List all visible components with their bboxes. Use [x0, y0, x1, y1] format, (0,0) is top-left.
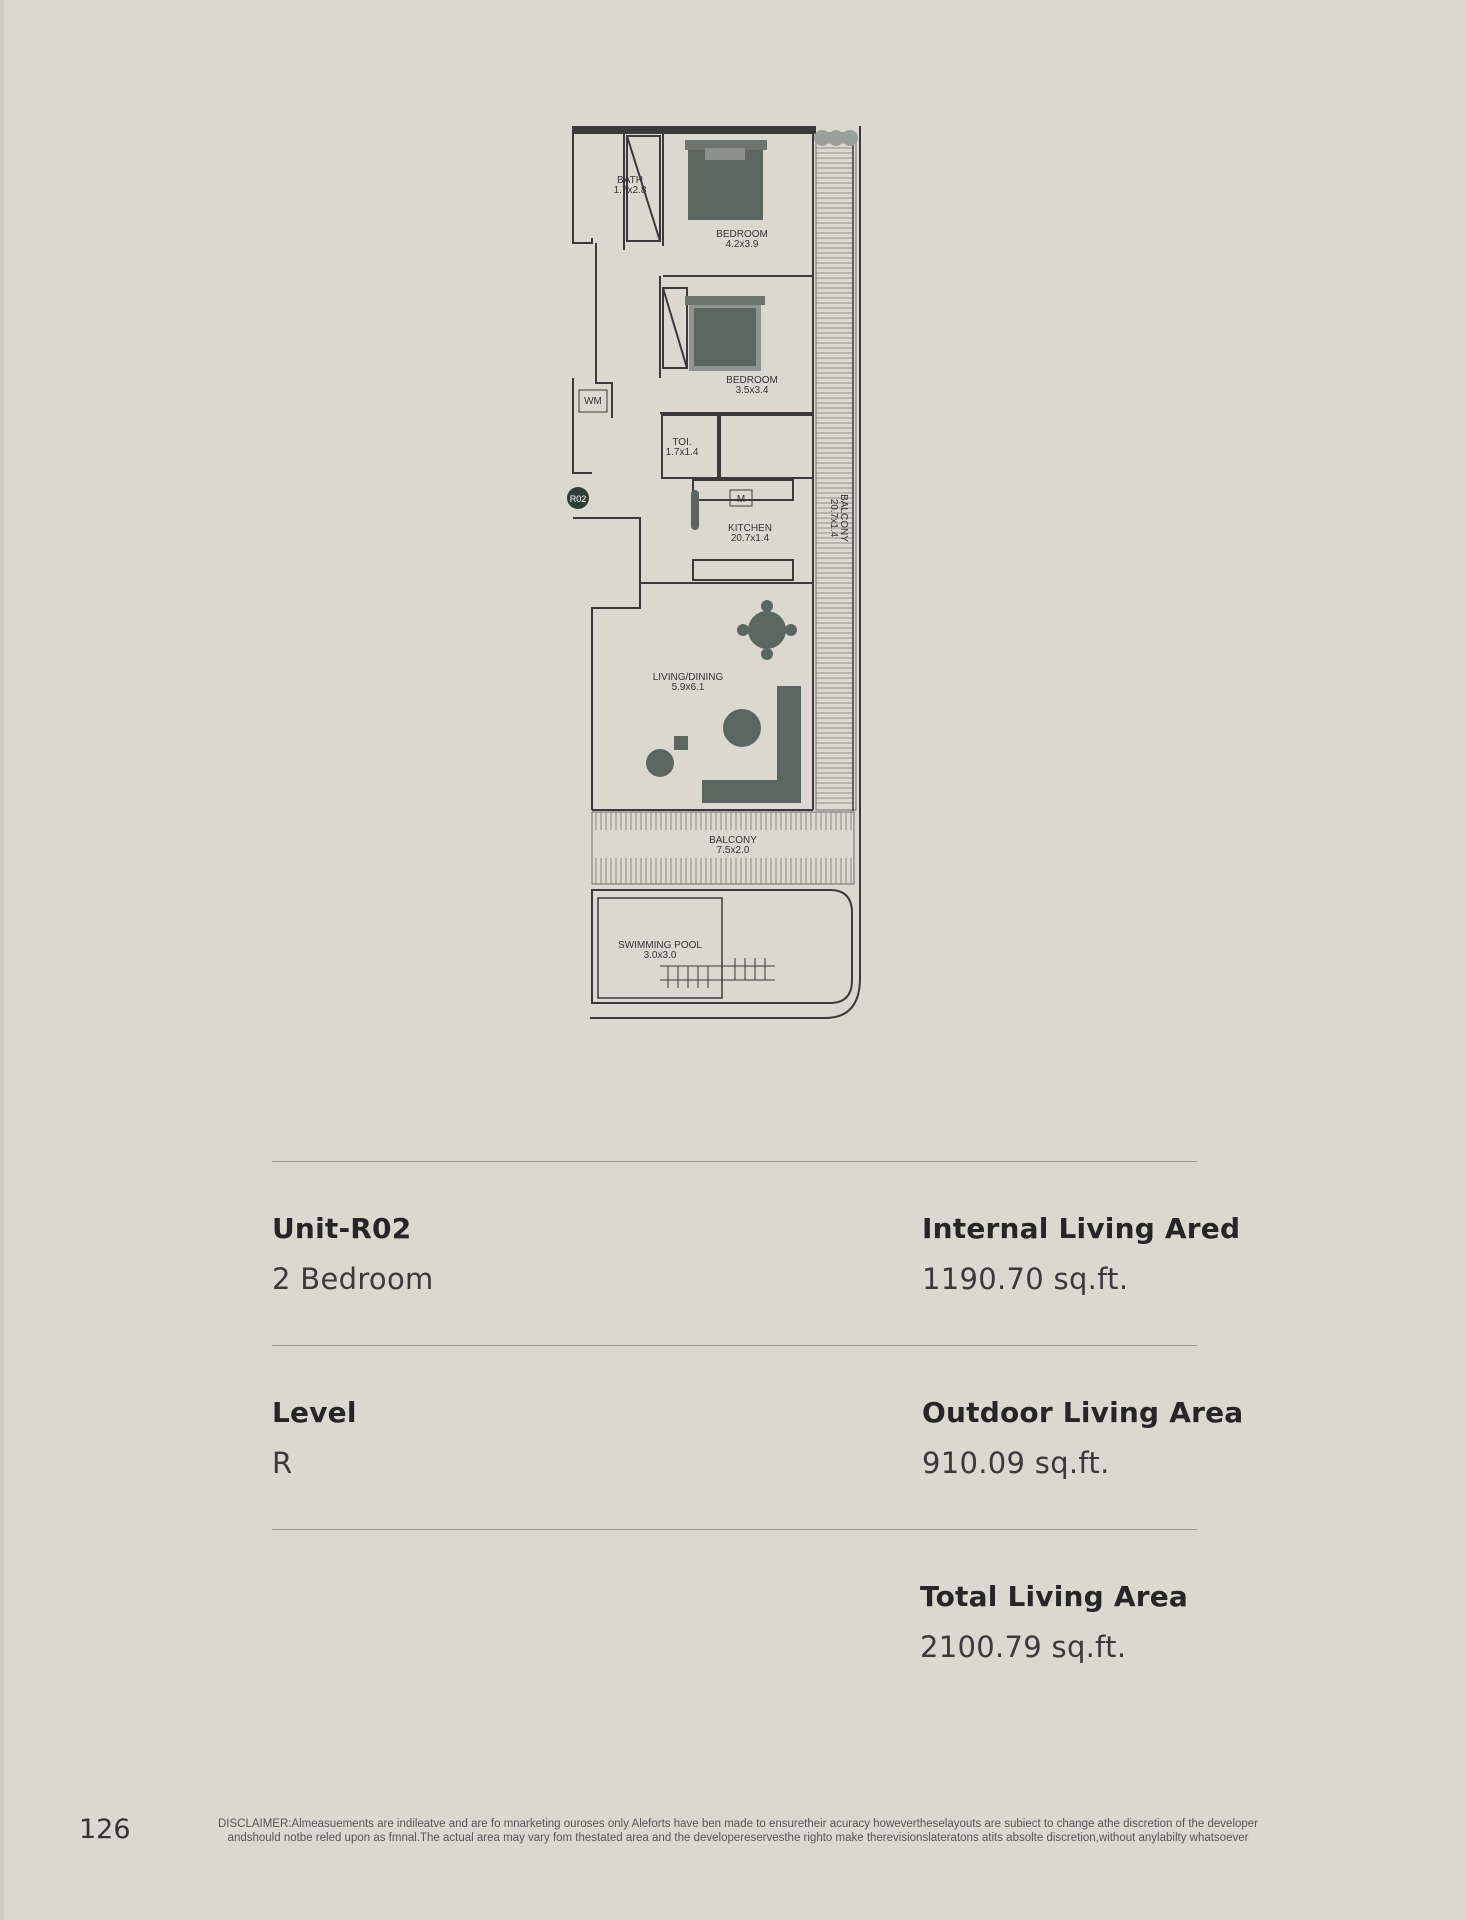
washing-machine-box — [578, 389, 608, 413]
unit-tag-marker — [567, 487, 589, 509]
bedroom1-size: 4.2x3.9 — [726, 239, 759, 250]
unit-type: 2 Bedroom — [272, 1262, 434, 1296]
divider-1 — [272, 1161, 1197, 1162]
entrance-wall — [573, 517, 641, 810]
page-number: 126 — [79, 1814, 131, 1845]
balcony-side-name: BALCONY — [838, 494, 849, 542]
closet-2 — [662, 287, 688, 369]
sofa-icon — [702, 686, 801, 803]
bedroom2-name: BEDROOM — [726, 375, 778, 386]
toilet-name: TOI. — [672, 437, 691, 448]
kitchen-counter-bottom — [692, 559, 794, 581]
wm-wall — [572, 378, 592, 474]
bath-size: 1.7x2.8 — [614, 185, 647, 196]
bottom-balcony — [591, 811, 855, 885]
kitchen-counter-top — [692, 479, 794, 501]
dining-table-icon — [748, 611, 786, 649]
furniture — [567, 140, 801, 803]
outdoor-area-value: 910.09 sq.ft. — [922, 1446, 1110, 1480]
unit-tag: R02 — [570, 494, 587, 504]
divider-2 — [272, 1345, 1197, 1346]
bedroom1-name: BEDROOM — [716, 229, 768, 240]
wm-label: WM — [584, 396, 602, 407]
unit-label: Unit-R02 — [272, 1212, 412, 1245]
disclaimer: DISCLAIMER:Almeasuements are indileatve … — [178, 1817, 1298, 1845]
living-size: 5.9x6.1 — [672, 682, 705, 693]
laundry-room — [719, 414, 814, 479]
toilet-size: 1.7x1.4 — [666, 447, 699, 458]
pool-name: SWIMMING POOL — [618, 940, 702, 951]
floor-plan: BATH 1.7x2.8 BEDROOM 4.2x3.9 BEDROOM 3.5… — [567, 126, 861, 1019]
page-edge — [0, 0, 4, 1920]
side-table-icon — [674, 736, 688, 750]
left-wall-upper — [595, 243, 613, 418]
disclaimer-line-2: andshould notbe reled upon as fmnal.The … — [227, 1832, 1249, 1844]
living-name: LIVING/DINING — [653, 672, 724, 683]
pool-size: 3.0x3.0 — [644, 950, 677, 961]
balcony-bottom-size: 7.5x2.0 — [717, 845, 750, 856]
disclaimer-line-1: DISCLAIMER:Almeasuements are indileatve … — [217, 1818, 1259, 1830]
toilet-room — [661, 414, 719, 479]
level-value: R — [272, 1446, 293, 1480]
total-area-label: Total Living Area — [920, 1580, 1189, 1613]
divider-3 — [272, 1529, 1197, 1530]
m-label: M — [737, 494, 745, 505]
side-balcony-decking — [815, 132, 857, 811]
level-label: Level — [272, 1396, 357, 1429]
planter-icon — [814, 130, 858, 146]
outer-terrace-wall — [590, 126, 861, 1019]
swimming-pool — [597, 897, 723, 999]
bath-outer-wall — [572, 127, 593, 244]
armchair-icon — [646, 749, 674, 777]
total-area-value: 2100.79 sq.ft. — [920, 1630, 1127, 1664]
pool-steps — [660, 958, 775, 988]
kitchen-name: KITCHEN — [728, 523, 772, 534]
pool-deck — [591, 889, 853, 1004]
outdoor-area-label: Outdoor Living Area — [922, 1396, 1244, 1429]
meter-box — [729, 489, 753, 507]
balcony-bottom-name: BALCONY — [709, 835, 757, 846]
coffee-table-icon — [723, 709, 761, 747]
kitchen-size: 20.7x1.4 — [731, 533, 770, 544]
internal-area-value: 1190.70 sq.ft. — [922, 1262, 1129, 1296]
internal-area-label: Internal Living Ared — [922, 1212, 1241, 1245]
closet-1 — [626, 135, 661, 242]
bedroom2-size: 3.5x3.4 — [736, 385, 769, 396]
bath-name: BATH — [617, 175, 643, 186]
top-wall — [572, 126, 816, 134]
balcony-side-size: 20.7x1.4 — [828, 499, 839, 538]
